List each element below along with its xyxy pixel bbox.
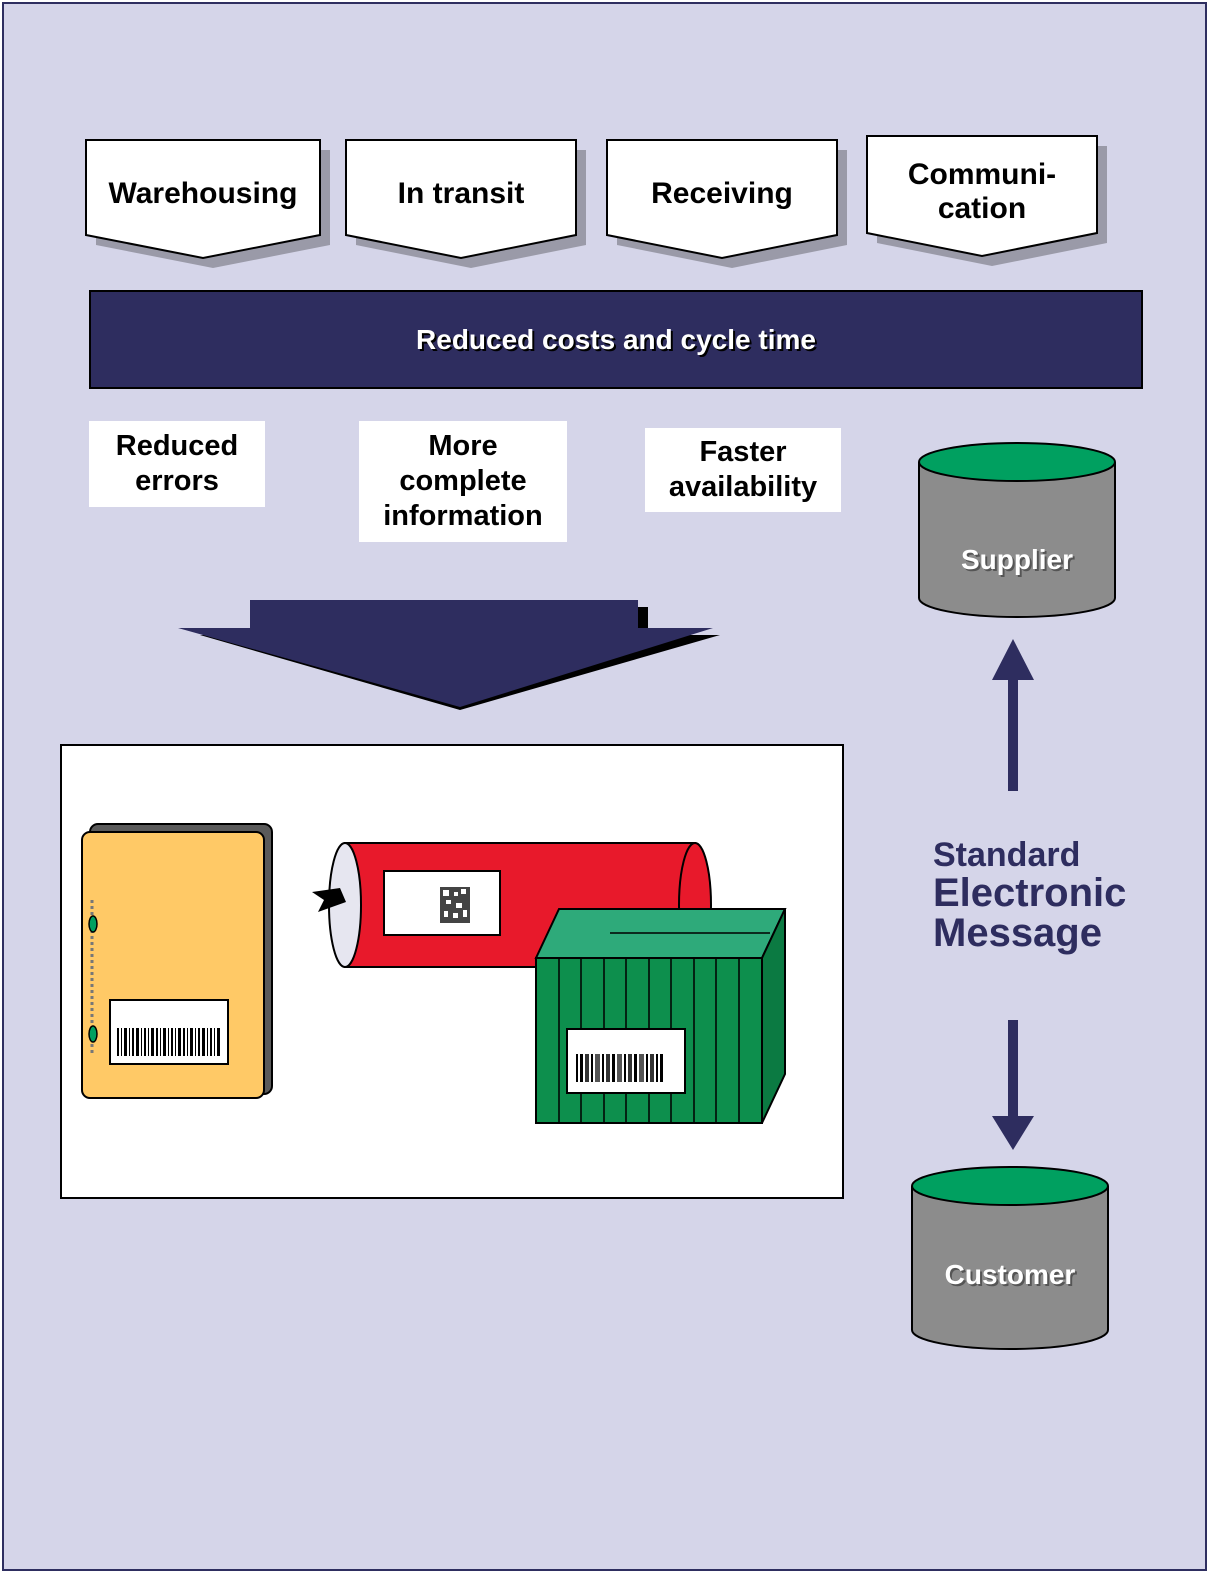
crate-icon (534, 908, 787, 1124)
down-arrow-icon (992, 1020, 1034, 1150)
down-arrow-icon (178, 600, 720, 710)
benefit-more-complete-information: More complete information (359, 421, 567, 542)
stage-communication-label-line1: Communi- (907, 157, 1057, 191)
barcode-icon (117, 1028, 220, 1056)
stage-communication-label-line2: cation (937, 192, 1027, 225)
supplier-label: Supplier (960, 544, 1073, 575)
benefit-line: More (428, 430, 498, 463)
media-illustration-panel (60, 744, 844, 1199)
benefit-line: availability (668, 471, 818, 503)
stage-in-transit-shape (345, 139, 586, 268)
customer-label: Customer (944, 1259, 1076, 1290)
supplier-database-icon (918, 442, 1116, 618)
benefit-line: information (383, 499, 543, 532)
up-arrow-icon (992, 639, 1034, 791)
stage-warehousing-label: Warehousing (108, 176, 298, 210)
benefit-line: Faster (699, 436, 787, 469)
standard-electronic-message: Standard Electronic Message (933, 838, 1173, 954)
benefit-line: complete (399, 465, 527, 498)
message-line2: Electronic (933, 870, 1127, 915)
stage-communication: Communi- cation (867, 148, 1097, 236)
barcode-icon (576, 1054, 663, 1082)
media-illustration (81, 823, 787, 1124)
benefit-line: errors (135, 465, 219, 497)
stage-receiving: Receiving (607, 150, 837, 238)
stage-warehousing-shape (85, 139, 330, 268)
message-line1: Standard (933, 836, 1081, 874)
stage-receiving-shape (606, 139, 847, 268)
stage-in-transit: In transit (346, 150, 576, 238)
customer-database: Customer (912, 1245, 1108, 1305)
reduced-costs-banner: Reduced costs and cycle time (89, 290, 1143, 389)
benefit-faster-availability: Faster availability (645, 428, 841, 512)
qr-code-icon (440, 887, 470, 923)
stage-warehousing: Warehousing (86, 150, 320, 238)
banner-text: Reduced costs and cycle time (416, 323, 816, 355)
supplier-database: Supplier (919, 530, 1115, 590)
stage-communication-shape (866, 135, 1107, 266)
stage-shapes (85, 135, 1107, 268)
stage-receiving-label: Receiving (651, 176, 793, 210)
message-line3: Message (933, 911, 1102, 956)
folder-icon (81, 823, 273, 1099)
customer-database-icon (911, 1166, 1109, 1350)
stage-in-transit-label: In transit (397, 176, 525, 210)
benefit-reduced-errors: Reduced errors (89, 421, 265, 507)
benefit-line: Reduced (115, 430, 239, 463)
